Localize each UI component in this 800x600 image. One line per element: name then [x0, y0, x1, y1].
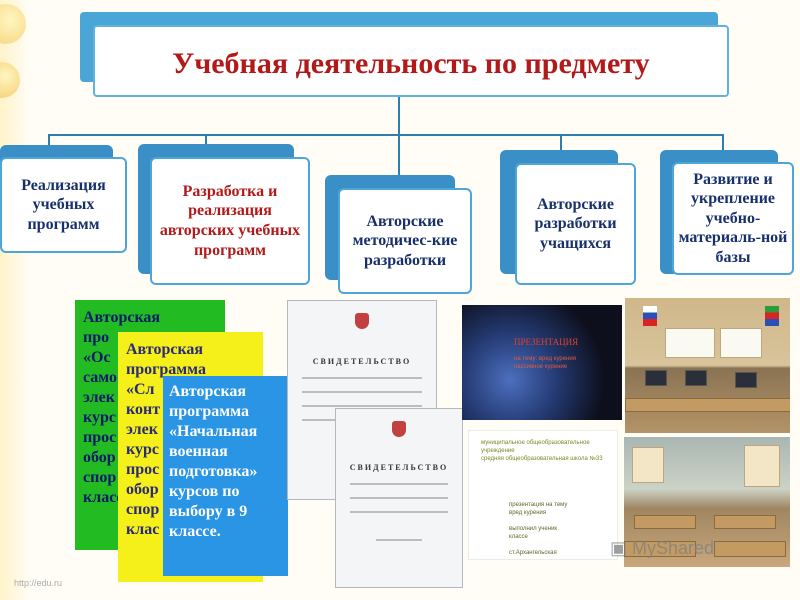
- watermark: ▣ MyShared: [610, 538, 714, 559]
- certificate-title: СВИДЕТЕЛЬСТВО: [349, 463, 449, 472]
- category-label: Реализация учебных программ: [21, 176, 106, 233]
- slide-title: ПРЕЗЕНТАЦИЯ: [514, 337, 579, 347]
- desk: [714, 515, 776, 529]
- category-label: Развитие и укрепление учебно-материаль-н…: [678, 170, 788, 266]
- cert-line: [302, 405, 422, 407]
- cert-line: [302, 391, 422, 393]
- category-label: Авторские разработки учащихся: [534, 195, 617, 252]
- category-label: Авторские методичес-кие разработки: [352, 212, 458, 269]
- category-label: Разработка и реализация авторских учебны…: [159, 182, 301, 259]
- classroom-photo: [625, 298, 790, 433]
- window: [632, 447, 664, 483]
- slide-subtitle: на тему: вред курения пассивное курение: [514, 356, 576, 370]
- decor-circle: [0, 62, 20, 98]
- projector-icon: ▣: [610, 538, 628, 558]
- connector-line: [722, 134, 724, 152]
- desk: [624, 541, 696, 557]
- desk: [714, 541, 786, 557]
- certificate-image: СВИДЕТЕЛЬСТВО: [335, 408, 463, 588]
- desk: [625, 398, 790, 412]
- page-title: Учебная деятельность по предмету: [172, 47, 650, 80]
- flag-icon: [765, 306, 779, 326]
- connector-line: [560, 134, 562, 152]
- presentation-document-image: муниципальное общеобразовательное учрежд…: [468, 430, 618, 560]
- category-card: Реализация учебных программ: [0, 157, 127, 253]
- window: [744, 445, 780, 487]
- flag-icon: [643, 306, 657, 326]
- watermark-text: MyShared: [632, 538, 715, 558]
- cert-line: [302, 377, 422, 379]
- document-body: презентация на тему вред курения выполни…: [509, 502, 568, 556]
- cert-line: [350, 483, 448, 485]
- monitor-icon: [645, 370, 667, 386]
- emblem-icon: [355, 313, 369, 329]
- category-card: Развитие и укрепление учебно-материаль-н…: [672, 162, 794, 275]
- monitor-icon: [685, 370, 707, 386]
- classroom-photo: [624, 437, 790, 567]
- desk: [634, 515, 696, 529]
- footer-url: http://edu.ru: [14, 578, 63, 588]
- side-decoration: [0, 0, 30, 600]
- cert-line: [376, 539, 422, 541]
- board: [665, 328, 715, 358]
- category-card: Авторские методичес-кие разработки: [338, 188, 472, 294]
- presentation-slide-image: ПРЕЗЕНТАЦИЯ на тему: вред курения пассив…: [462, 305, 622, 420]
- category-card: Разработка и реализация авторских учебны…: [150, 157, 310, 285]
- cert-line: [350, 511, 448, 513]
- category-card: Авторские разработки учащихся: [515, 163, 636, 285]
- connector-line: [205, 134, 207, 148]
- board: [720, 328, 762, 358]
- connector-line: [398, 134, 400, 176]
- title-box: Учебная деятельность по предмету: [93, 25, 729, 97]
- emblem-icon: [392, 421, 406, 437]
- program-box-blue: Авторская программа «Начальная военная п…: [163, 376, 288, 576]
- document-heading: муниципальное общеобразовательное учрежд…: [481, 440, 603, 462]
- certificate-title: СВИДЕТЕЛЬСТВО: [312, 357, 412, 366]
- monitor-icon: [735, 372, 757, 388]
- cert-line: [350, 497, 448, 499]
- connector-line: [398, 97, 400, 135]
- connector-line: [48, 134, 724, 136]
